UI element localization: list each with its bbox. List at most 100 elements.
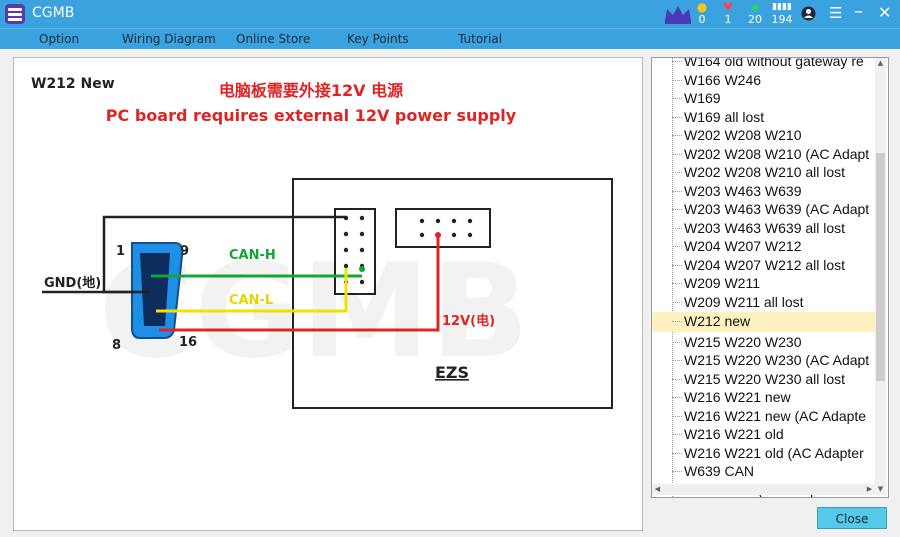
close-window-icon[interactable]: ✕: [878, 3, 892, 22]
list-item[interactable]: W166 W246: [652, 71, 876, 89]
close-button[interactable]: Close: [817, 507, 887, 529]
list-item-label: W215 W220 W230: [684, 333, 802, 350]
list-vertical-scrollbar[interactable]: ▲ ▼: [875, 58, 886, 495]
list-item-label: W204 W207 W212: [684, 238, 802, 254]
coins-stat: ● 0: [689, 1, 715, 26]
minimize-icon[interactable]: –: [854, 1, 863, 22]
battery-icon: ▮▮▮▮: [772, 2, 792, 12]
tree-branch: [672, 415, 682, 417]
list-item-label: W202 W208 W210: [684, 127, 802, 143]
list-item-label: W216 W221 old: [684, 426, 784, 442]
list-item[interactable]: W169 all lost: [652, 108, 876, 126]
obd-connector: [131, 242, 184, 339]
crown-icon[interactable]: [663, 3, 693, 25]
pin-9-label: 9: [180, 244, 189, 259]
list-item[interactable]: W209 W211: [652, 274, 876, 292]
list-item[interactable]: W202 W208 W210 (AC Adapt: [652, 145, 876, 163]
list-item[interactable]: W209 W211 all lost: [652, 293, 876, 311]
list-item[interactable]: W215 W220 W230 all lost: [652, 370, 876, 388]
list-item[interactable]: W203 W463 W639 all lost: [652, 219, 876, 237]
list-item[interactable]: W203 W463 W639: [652, 182, 876, 200]
menu-key-points[interactable]: Key Points: [347, 32, 409, 46]
list-item[interactable]: W216 W221 new (AC Adapte: [652, 407, 876, 425]
tree-branch: [672, 190, 682, 192]
can-h-label: CAN-H: [229, 248, 276, 263]
list-item[interactable]: W164 old without gateway re: [652, 57, 876, 70]
list-item-label: W203 W463 W639: [684, 182, 802, 199]
tree-branch: [672, 246, 682, 247]
list-item-label: W215 W220 W230 (AC Adapt: [684, 352, 870, 368]
tree-branch: [672, 209, 682, 210]
list-item[interactable]: W216 W221 new: [652, 388, 876, 406]
tree-branch: [672, 153, 682, 155]
user-icon[interactable]: [801, 6, 816, 21]
scroll-up-icon[interactable]: ▲: [877, 59, 884, 67]
window-title: CGMB: [32, 5, 75, 21]
list-item[interactable]: W212 new: [652, 312, 876, 332]
menu-tutorial[interactable]: Tutorial: [458, 32, 503, 46]
coins-count: 0: [698, 13, 706, 26]
list-item[interactable]: W216 W221 old (AC Adapter: [652, 444, 876, 462]
battery-stat: ▮▮▮▮ 194: [768, 1, 796, 26]
tree-branch: [672, 98, 682, 99]
tree-branch: [672, 397, 682, 398]
tree-branch: [672, 283, 682, 284]
battery-count: 194: [771, 13, 793, 26]
list-item[interactable]: W215 W220 W230 (AC Adapt: [652, 351, 876, 369]
power-pin: [435, 232, 441, 238]
scroll-down-icon[interactable]: ▼: [877, 485, 884, 493]
tree-branch: [672, 172, 682, 173]
connector-block-left: [334, 208, 376, 295]
hearts-count: 1: [724, 13, 732, 26]
list-item-label: W209 W211: [684, 275, 760, 291]
ezs-module-box: [292, 178, 613, 409]
list-item[interactable]: W204 W207 W212 all lost: [652, 256, 876, 274]
list-item-label: W209 W211 all lost: [684, 293, 804, 310]
coin-icon: ●: [696, 0, 708, 14]
tree-branch: [672, 360, 682, 361]
list-item-label: W639 CAN: [684, 463, 755, 479]
menu-wiring-diagram[interactable]: Wiring Diagram: [122, 32, 216, 46]
wiring-diagram: CGMB W212 New 电脑板需要外接12V 电源 PC board req…: [31, 76, 613, 409]
tree-branch: [672, 135, 682, 136]
list-item[interactable]: W204 W207 W212: [652, 237, 876, 255]
list-item-label: W203 W463 W639 all lost: [684, 219, 846, 236]
gems-count: 20: [748, 13, 762, 26]
list-item-label: W166 W246: [684, 71, 762, 88]
tree-branch: [672, 227, 682, 229]
menu-icon[interactable]: ☰: [829, 4, 843, 22]
list-horizontal-scrollbar[interactable]: ◀ ▶: [652, 484, 875, 495]
can-l-wire: [156, 268, 348, 313]
scroll-right-icon[interactable]: ▶: [866, 485, 873, 493]
list-item[interactable]: W202 W208 W210 all lost: [652, 163, 876, 181]
v12-label: 12V(电): [442, 313, 495, 329]
pin-8-label: 8: [112, 338, 121, 353]
list-item[interactable]: W169: [652, 89, 876, 107]
list-item[interactable]: W639 CAN: [652, 462, 876, 480]
list-item-label: W164 old without gateway re: [684, 57, 864, 69]
tree-branch: [672, 321, 682, 322]
hearts-stat: ♥ 1: [715, 1, 741, 26]
wiring-diagram-panel: CGMB W212 New 电脑板需要外接12V 电源 PC board req…: [13, 57, 643, 531]
list-item[interactable]: W203 W463 W639 (AC Adapt: [652, 200, 876, 218]
list-item-label: W169: [684, 90, 721, 106]
list-item-label: W216 W221 new: [684, 389, 791, 405]
list-item-label: W216 W221 old (AC Adapter: [684, 444, 864, 461]
scroll-left-icon[interactable]: ◀: [654, 485, 661, 493]
list-item-label: W212 new: [684, 313, 751, 329]
tree-branch: [672, 264, 682, 266]
list-item[interactable]: W216 W221 old: [652, 425, 876, 443]
menu-online-store[interactable]: Online Store: [236, 32, 311, 46]
diagram-title: W212 New: [31, 76, 115, 92]
tree-branch: [672, 434, 682, 435]
list-item[interactable]: W202 W208 W210: [652, 126, 876, 144]
scroll-thumb[interactable]: [876, 153, 885, 381]
power-wire: [159, 235, 440, 332]
list-item[interactable]: W215 W220 W230: [652, 333, 876, 351]
menu-option[interactable]: Option: [39, 32, 80, 46]
tree-branch: [672, 301, 682, 303]
tree-branch: [672, 378, 682, 380]
list-item-label: W202 W208 W210 (AC Adapt: [684, 145, 870, 162]
heart-icon: ♥: [722, 0, 734, 14]
can-h-pin: [359, 266, 365, 272]
